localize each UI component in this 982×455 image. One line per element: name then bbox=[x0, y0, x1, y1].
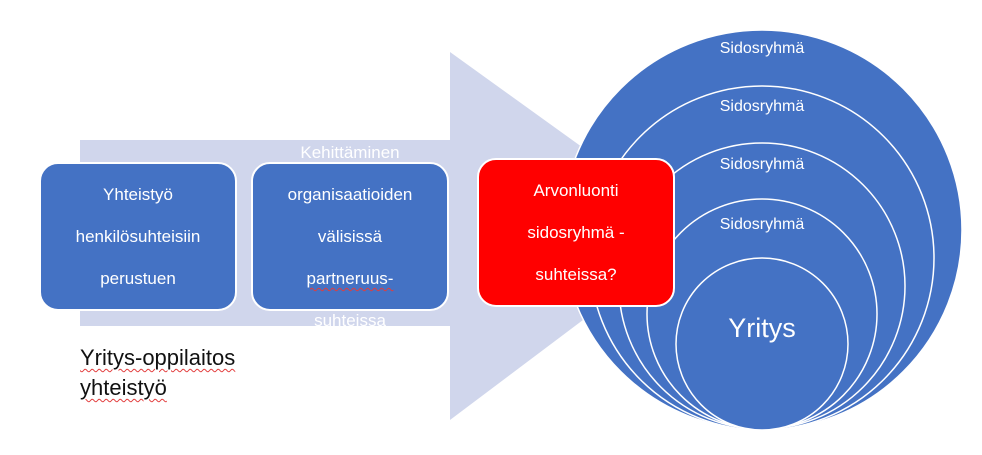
stage-box-2 bbox=[251, 162, 449, 311]
stage-1-line-2: henkilösuhteisiin bbox=[75, 227, 201, 246]
stakeholder-ring-2-label: Sidosryhmä bbox=[719, 98, 805, 115]
stage-2-line-1: Kehittäminen bbox=[300, 143, 400, 162]
stage-3-line-3: suhteissa? bbox=[535, 265, 617, 284]
stakeholder-ring-1-label: Sidosryhmä bbox=[719, 40, 805, 57]
stage-3-line-1: Arvonluonti bbox=[533, 181, 619, 200]
caption-line-1: Yritys-oppilaitos bbox=[80, 345, 236, 370]
stage-box-1 bbox=[39, 162, 237, 311]
caption-line-2: yhteistyö bbox=[80, 375, 167, 400]
stakeholder-ring-4-label: Sidosryhmä bbox=[719, 216, 805, 233]
stage-3-text: Arvonluonti sidosryhmä - suhteissa? bbox=[478, 159, 674, 306]
core-circle bbox=[675, 257, 849, 431]
caption: Yritys-oppilaitos yhteistyö bbox=[80, 343, 235, 403]
stage-2-line-3: välisissä bbox=[317, 227, 383, 246]
stage-1-text: Yhteistyö henkilösuhteisiin perustuen bbox=[40, 163, 236, 310]
stage-1-line-3: perustuen bbox=[100, 269, 176, 288]
stage-2-line-2: organisaatioiden bbox=[287, 185, 413, 204]
stage-2-line-5: suhteissa bbox=[314, 311, 386, 330]
stage-2-line-4: partneruus- bbox=[288, 268, 413, 289]
stage-3-line-2: sidosryhmä - bbox=[527, 223, 625, 242]
stage-2-underlined-word: partneruus- bbox=[306, 269, 394, 288]
stakeholder-ring-3-label: Sidosryhmä bbox=[719, 156, 805, 173]
stage-2-text: Kehittäminen organisaatioiden välisissä … bbox=[252, 143, 448, 330]
core-label: Yritys bbox=[728, 313, 796, 343]
stage-box-3 bbox=[477, 158, 675, 307]
stage-1-line-1: Yhteistyö bbox=[103, 185, 173, 204]
